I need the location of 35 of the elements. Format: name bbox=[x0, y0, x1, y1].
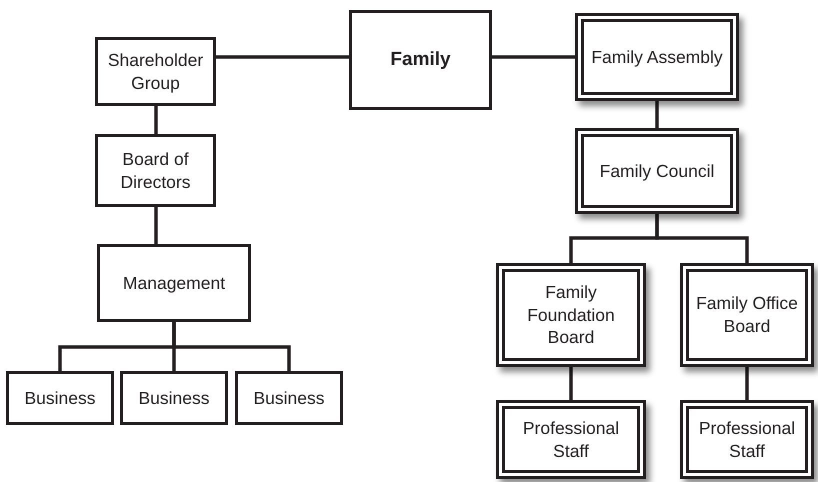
box-label: Professional Staff bbox=[698, 416, 796, 462]
box-label: Family Foundation Board bbox=[526, 280, 616, 350]
box-label: Board of Directors bbox=[119, 148, 192, 194]
box-label: Management bbox=[122, 272, 226, 294]
box-label: Shareholder Group bbox=[106, 48, 204, 94]
connector-line bbox=[172, 322, 291, 371]
org-box bbox=[496, 263, 646, 367]
org-box bbox=[95, 134, 216, 207]
box-label: Professional Staff bbox=[522, 416, 620, 462]
org-box bbox=[95, 37, 216, 106]
org-box bbox=[349, 10, 492, 110]
box-label: Family Council bbox=[598, 160, 716, 182]
connector-line bbox=[216, 55, 349, 59]
org-box bbox=[575, 128, 739, 214]
connector-line bbox=[569, 367, 573, 400]
connector-line bbox=[655, 214, 749, 263]
org-box bbox=[496, 400, 646, 479]
connector-line bbox=[154, 106, 158, 134]
box-label: Business bbox=[252, 386, 326, 410]
org-box bbox=[680, 263, 814, 367]
box-label: Business bbox=[137, 386, 210, 410]
box-label: Family Assembly bbox=[590, 46, 724, 68]
box-label: Family Office Board bbox=[695, 292, 799, 338]
org-box bbox=[680, 400, 814, 479]
box-label: Business bbox=[23, 386, 96, 410]
connector-line bbox=[745, 367, 749, 400]
box-label: Family bbox=[389, 48, 452, 72]
connector-line bbox=[492, 55, 575, 59]
org-box bbox=[120, 371, 228, 425]
org-box bbox=[6, 371, 114, 425]
org-box bbox=[575, 13, 739, 101]
org-box bbox=[235, 371, 343, 425]
org-box bbox=[97, 244, 251, 322]
connector-line bbox=[154, 207, 158, 244]
connector-line bbox=[655, 101, 659, 128]
